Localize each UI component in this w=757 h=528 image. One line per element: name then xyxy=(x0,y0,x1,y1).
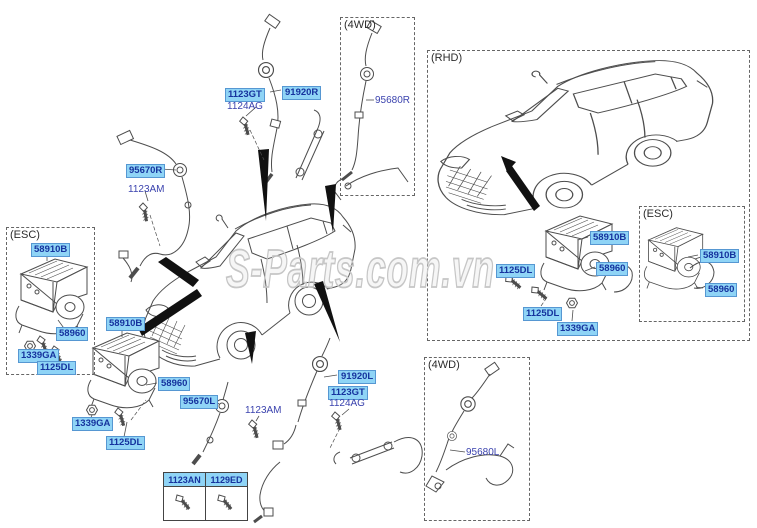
part-number-label[interactable]: 58960 xyxy=(158,377,191,391)
option-box-title: (ESC) xyxy=(10,229,40,241)
part-number-label[interactable]: 95670L xyxy=(180,395,219,409)
wheel-speed-sensor-rear-left-drawing xyxy=(272,337,423,474)
part-number-label[interactable]: 1123GT xyxy=(225,88,265,102)
wheel-speed-sensor-4wd-right-drawing xyxy=(334,19,409,201)
part-number-label[interactable]: 58960 xyxy=(705,283,738,297)
option-box-4wd-bottom: (4WD) xyxy=(424,357,530,521)
option-box-rhd: (RHD) xyxy=(427,50,750,341)
part-number-label[interactable]: 1123GT xyxy=(328,386,368,400)
part-number-label[interactable]: 1125DL xyxy=(496,264,536,278)
part-number-label[interactable]: 95680L xyxy=(466,447,500,458)
part-number-label[interactable]: 91920R xyxy=(282,86,322,100)
part-number-label[interactable]: 95670R xyxy=(126,164,166,178)
part-number-label[interactable]: 1339GA xyxy=(72,417,114,431)
part-number-label[interactable]: 1124AG xyxy=(227,101,263,112)
wheel-speed-sensor-rear-right-drawing xyxy=(257,13,325,184)
option-box-4wd-top: (4WD) xyxy=(340,17,415,196)
wheel-speed-sensor-front-left-drawing xyxy=(191,381,281,524)
part-number-label[interactable]: 95680R xyxy=(375,95,411,106)
part-number-label[interactable]: 91920L xyxy=(338,370,377,384)
part-number-label[interactable]: 1123AM xyxy=(128,184,165,195)
part-number-label[interactable]: 58910B xyxy=(700,249,740,263)
wheel-speed-sensor-front-right-drawing xyxy=(116,129,192,283)
option-box-title: (RHD) xyxy=(431,52,463,64)
part-number-label[interactable]: 58910B xyxy=(590,231,630,245)
part-number-label[interactable]: 1125DL xyxy=(106,436,146,450)
abs-module-drawing-main xyxy=(87,332,160,409)
part-number-label[interactable]: 1125DL xyxy=(37,361,77,375)
part-number-label[interactable]: 1123AM xyxy=(245,405,282,416)
bolt-icon xyxy=(213,491,237,513)
option-box-title: (4WD) xyxy=(428,359,460,371)
fastener-cell xyxy=(205,486,248,521)
part-number-label[interactable]: 1124AG xyxy=(329,398,365,409)
locator-arrows xyxy=(138,149,540,364)
option-box-esc-right: (ESC) xyxy=(639,206,745,322)
part-number-header[interactable]: 1129ED xyxy=(205,472,248,487)
part-number-label[interactable]: 58910B xyxy=(31,243,71,257)
part-number-label[interactable]: 58910B xyxy=(106,317,146,331)
option-box-title: (4WD) xyxy=(344,19,376,31)
part-number-label[interactable]: 1339GA xyxy=(557,322,599,336)
part-number-header[interactable]: 1123AN xyxy=(163,472,206,487)
fastener-cell xyxy=(163,486,206,521)
fastener-table: 1123AN 1129ED xyxy=(163,472,248,521)
part-number-label[interactable]: 58960 xyxy=(56,327,89,341)
wheel-speed-sensor-4wd-left-drawing xyxy=(425,361,515,493)
part-number-label[interactable]: 1125DL xyxy=(523,307,563,321)
option-box-title: (ESC) xyxy=(643,208,673,220)
part-number-label[interactable]: 58960 xyxy=(596,262,629,276)
bolt-icon xyxy=(171,491,195,513)
